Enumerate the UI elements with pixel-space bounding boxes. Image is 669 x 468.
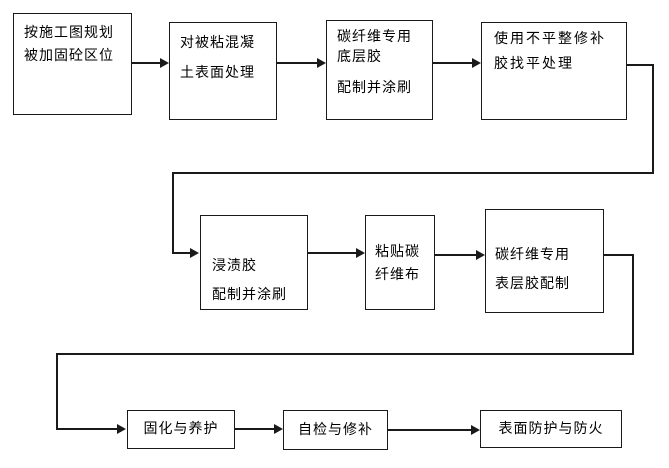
flow-step-paste-carbon-fiber: 粘贴碳 纤维布 <box>365 215 435 310</box>
flow-step-label: 表面防护与防火 <box>498 420 604 437</box>
flow-step-label: 浸渍胶 <box>212 258 257 274</box>
flow-step-label: 土表面处理 <box>180 65 255 81</box>
connector-b3-b4 <box>433 62 472 64</box>
flow-step-curing: 固化与养护 <box>127 410 235 449</box>
connector-b4-b5-seg2 <box>652 64 654 174</box>
flow-step-label: 碳纤维专用 <box>495 247 570 263</box>
flow-step-topcoat-adhesive: 碳纤维专用 表层胶配制 <box>485 209 604 313</box>
flow-step-label: 对被粘混凝 <box>180 35 255 51</box>
connector-b8-b9 <box>235 428 274 430</box>
arrowhead-b5-b6 <box>356 248 365 258</box>
connector-b7-b8-seg3 <box>56 353 634 355</box>
connector-b5-b6 <box>308 252 356 254</box>
flow-step-self-inspection-repair: 自检与修补 <box>283 410 388 450</box>
connector-b9-b10 <box>388 429 471 431</box>
arrowhead-b3-b4 <box>472 58 481 68</box>
flow-step-primer-adhesive: 碳纤维专用 底层胶 配制并涂刷 <box>326 20 433 120</box>
connector-b7-b8-seg1 <box>604 254 634 256</box>
flow-step-label: 表层胶配制 <box>495 276 570 292</box>
flow-step-label: 配制并涂刷 <box>337 80 412 96</box>
flow-step-label: 按施工图规划 <box>24 25 114 41</box>
connector-b7-b8-seg2 <box>632 254 634 355</box>
connector-b7-b8-seg4 <box>56 353 58 430</box>
connector-b6-b7 <box>435 254 476 256</box>
connector-b1-b2 <box>132 62 161 64</box>
flow-step-impregnating-adhesive: 浸渍胶 配制并涂刷 <box>200 215 308 310</box>
flow-step-surface-protection: 表面防护与防火 <box>480 410 622 448</box>
arrowhead-b2-b3 <box>317 58 326 68</box>
flow-step-planning: 按施工图规划 被加固砼区位 <box>13 13 132 115</box>
connector-b4-b5-seg5 <box>172 252 192 254</box>
connector-b4-b5-seg4 <box>172 172 174 254</box>
arrowhead-b4-b5 <box>190 248 199 258</box>
connector-b4-b5-seg3 <box>172 172 654 174</box>
arrowhead-b7-b8 <box>117 424 126 434</box>
connector-b2-b3 <box>277 62 317 64</box>
flow-step-concrete-surface-treatment: 对被粘混凝 土表面处理 <box>169 22 277 120</box>
arrowhead-b1-b2 <box>160 58 169 68</box>
flow-step-leveling-repair: 使用不平整修补 胶找平处理 <box>481 22 627 120</box>
flow-step-label: 胶找平处理 <box>494 56 574 72</box>
flow-step-label: 配制并涂刷 <box>212 287 287 303</box>
flow-step-label: 自检与修补 <box>298 421 373 438</box>
flow-step-label: 纤维布 <box>375 267 420 283</box>
flow-step-label: 碳纤维专用 <box>337 29 412 45</box>
arrowhead-b6-b7 <box>476 250 485 260</box>
flow-step-label: 粘贴碳 <box>375 244 420 260</box>
connector-b4-b5-seg1 <box>627 64 654 66</box>
flow-step-label: 使用不平整修补 <box>494 31 606 47</box>
flow-step-label: 被加固砼区位 <box>24 48 114 64</box>
arrowhead-b8-b9 <box>274 424 283 434</box>
flow-step-label: 固化与养护 <box>143 421 219 437</box>
flow-step-label: 底层胶 <box>337 49 382 65</box>
arrowhead-b9-b10 <box>471 425 480 435</box>
connector-b7-b8-seg5 <box>56 428 118 430</box>
